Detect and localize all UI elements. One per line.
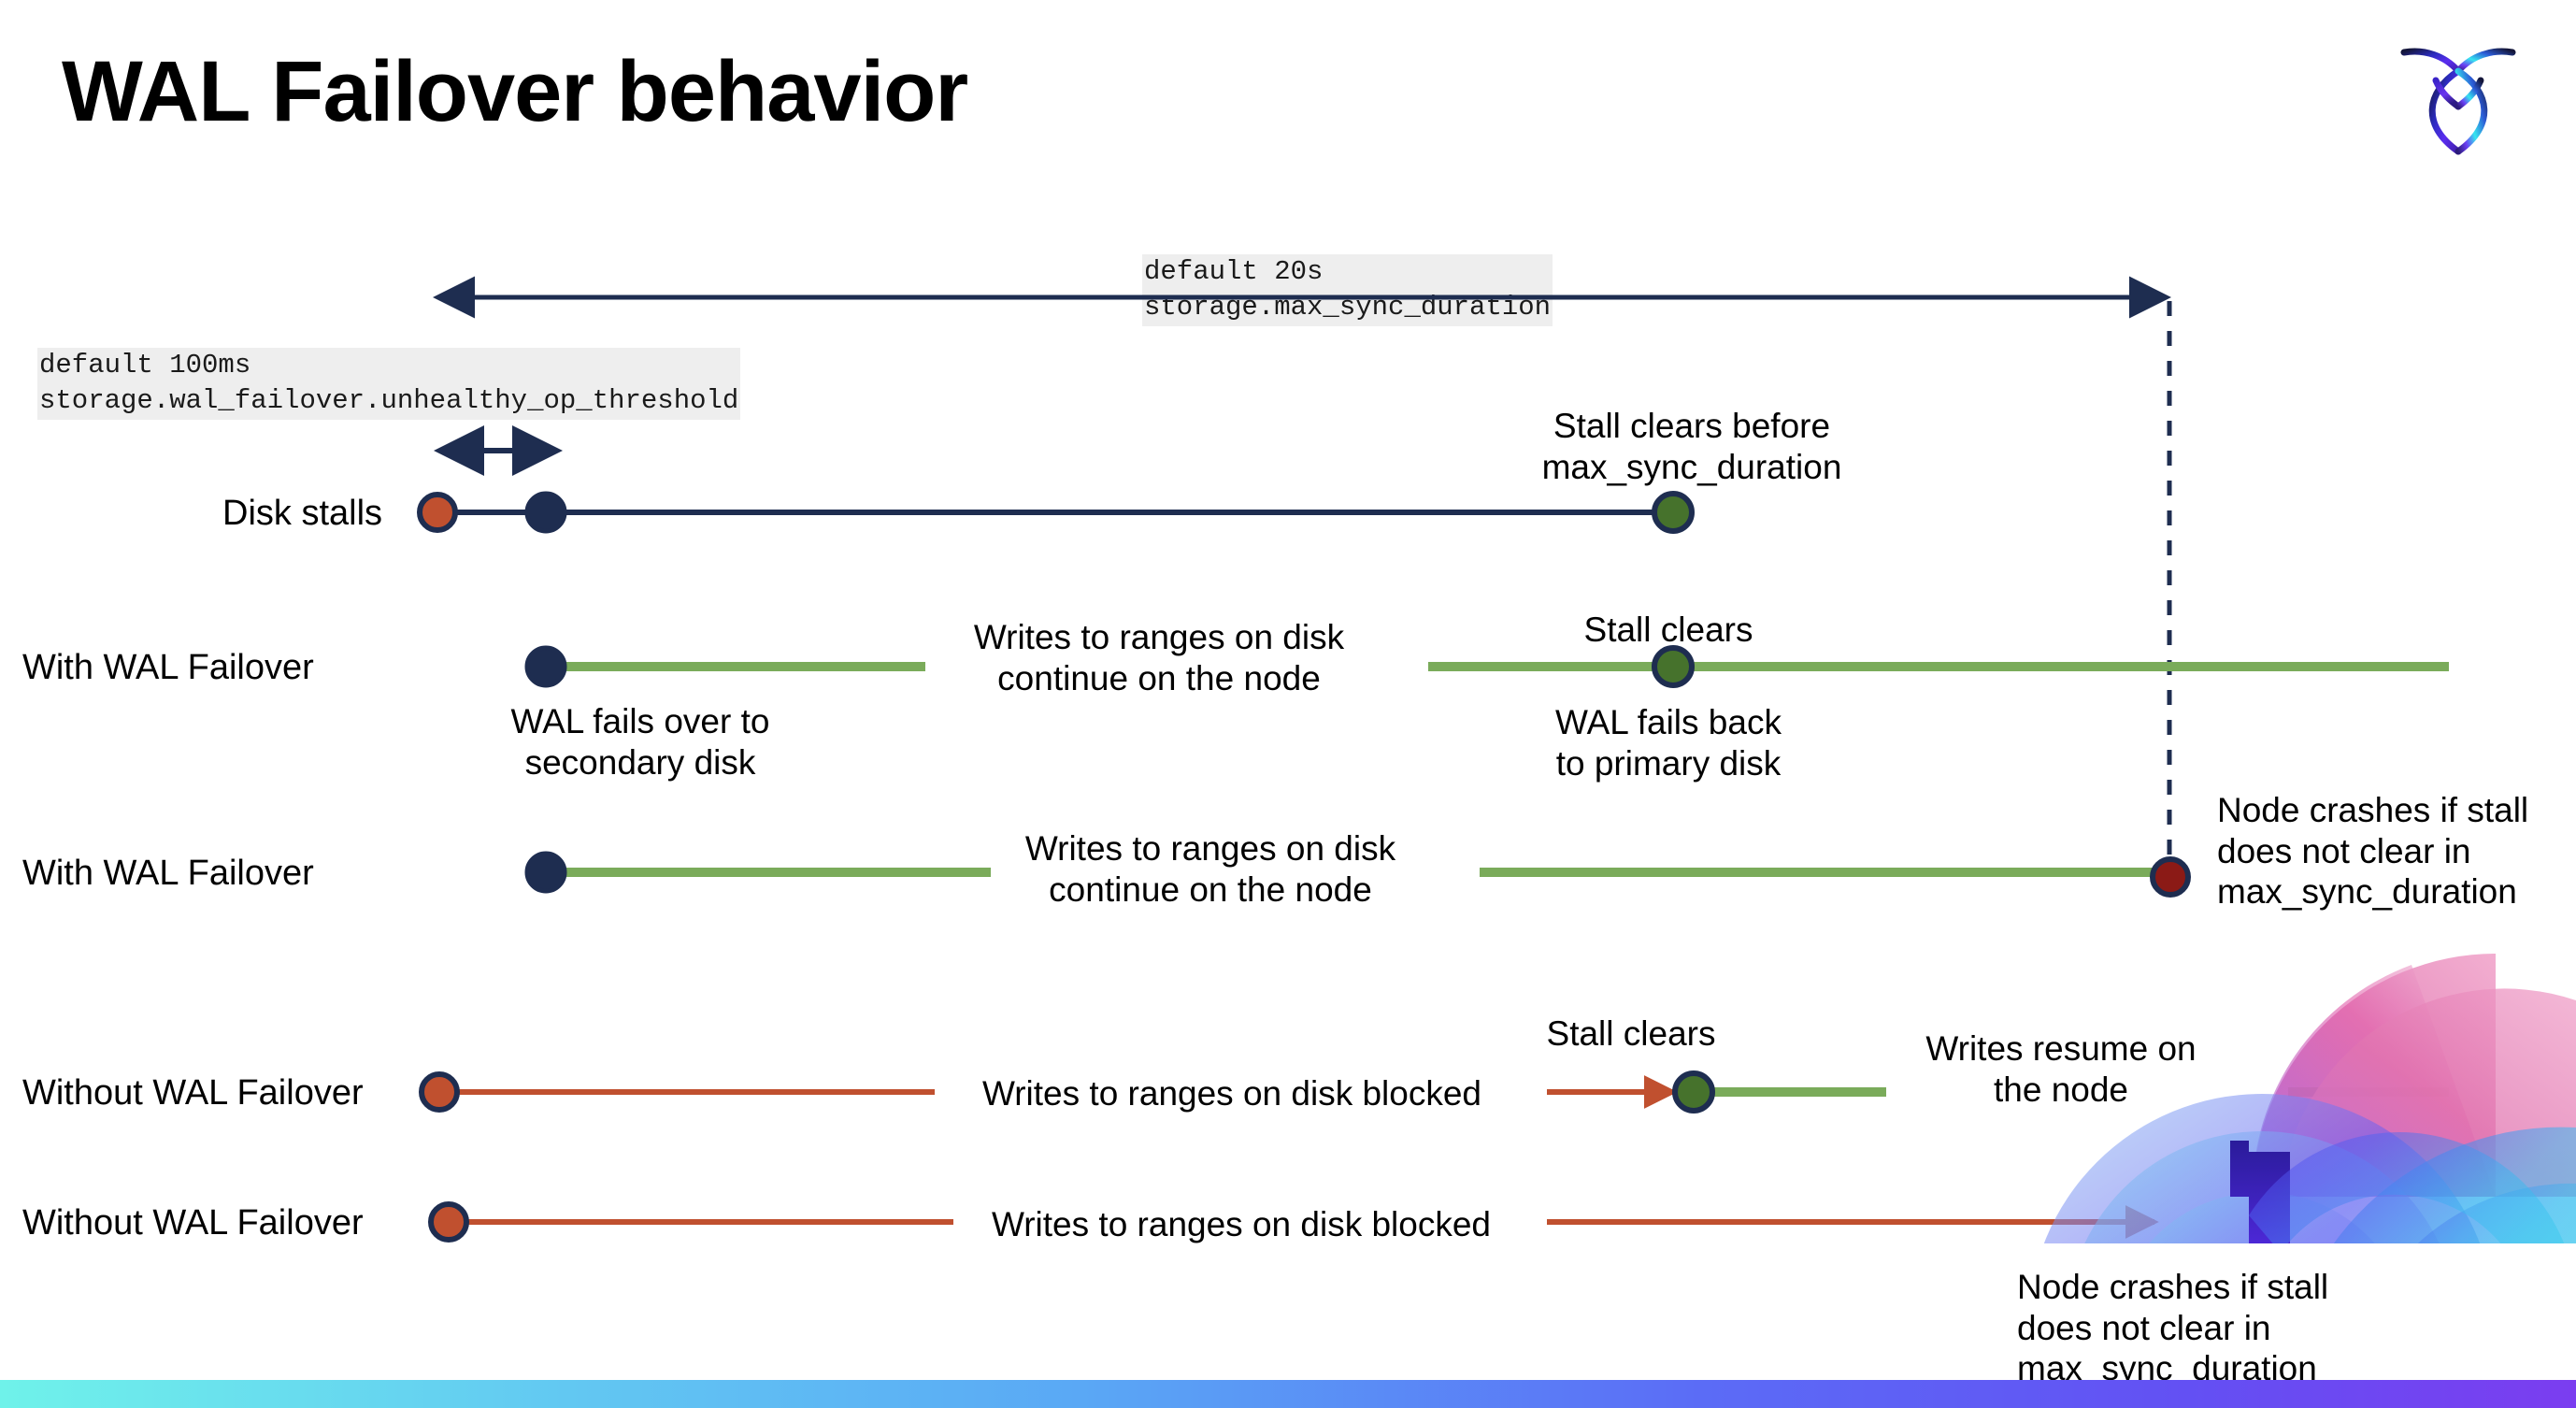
code-setting-unhealthy-op: storage.wal_failover.unhealthy_op_thresh… (39, 383, 739, 420)
annotation-node-crashes-2: Node crashes if stall does not clear in … (2017, 1268, 2329, 1388)
annotation-stall-clears-before-max-sync: Stall clears before max_sync_duration (1541, 407, 1842, 486)
dot-failover-trigger (524, 491, 567, 534)
dot-stall-clears (1672, 1070, 1715, 1113)
code-default-20s: default 20s (1144, 254, 1324, 291)
row-label-without-wal-failover-1: Without WAL Failover (22, 1073, 364, 1113)
code-label-max-sync-duration: default 20s storage.max_sync_duration (1142, 254, 1553, 326)
dot-stall-start (419, 1071, 460, 1113)
annotation-writes-resume: Writes resume on the node (1925, 1029, 2197, 1109)
row-label-with-wal-failover-1: With WAL Failover (22, 648, 314, 687)
dot-stall-start (428, 1201, 469, 1243)
annotation-writes-continue-1: Writes to ranges on disk continue on the… (973, 618, 1345, 697)
dot-stall-clears (1652, 645, 1695, 688)
annotation-writes-blocked-2: Writes to ranges on disk blocked (991, 1205, 1492, 1243)
annotation-writes-blocked-1: Writes to ranges on disk blocked (981, 1074, 1482, 1113)
row-label-disk-stalls: Disk stalls (222, 494, 383, 533)
cockroachdb-logo-icon (2393, 32, 2524, 163)
dot-stall-start (417, 492, 458, 533)
annotation-stall-clears-1: Stall clears (1583, 611, 1753, 649)
row-label-without-wal-failover-2: Without WAL Failover (22, 1203, 364, 1243)
bottom-gradient-bar (0, 1380, 2576, 1408)
code-default-100ms: default 100ms (39, 348, 251, 384)
annotation-wal-fails-over-secondary: WAL fails over to secondary disk (510, 702, 770, 782)
code-setting-max-sync: storage.max_sync_duration (1144, 290, 1552, 326)
annotation-writes-continue-2: Writes to ranges on disk continue on the… (1024, 829, 1396, 909)
page-title: WAL Failover behavior (62, 44, 968, 139)
dot-wal-fails-over (524, 645, 567, 688)
code-label-unhealthy-op-threshold: default 100ms storage.wal_failover.unhea… (37, 348, 741, 420)
row-disk-stalls-timeline (417, 491, 1695, 534)
row-label-with-wal-failover-2: With WAL Failover (22, 854, 314, 893)
annotation-node-crashes-1: Node crashes if stall does not clear in … (2217, 791, 2529, 912)
dot-wal-fails-over (524, 851, 567, 894)
annotation-wal-fails-back-primary: WAL fails back to primary disk (1555, 703, 1782, 783)
row-with-wal-failover-recovers-timeline (524, 645, 2449, 688)
annotation-stall-clears-2: Stall clears (1546, 1014, 1716, 1053)
dot-node-crash (2150, 856, 2191, 898)
dot-stall-clears (1652, 491, 1695, 534)
